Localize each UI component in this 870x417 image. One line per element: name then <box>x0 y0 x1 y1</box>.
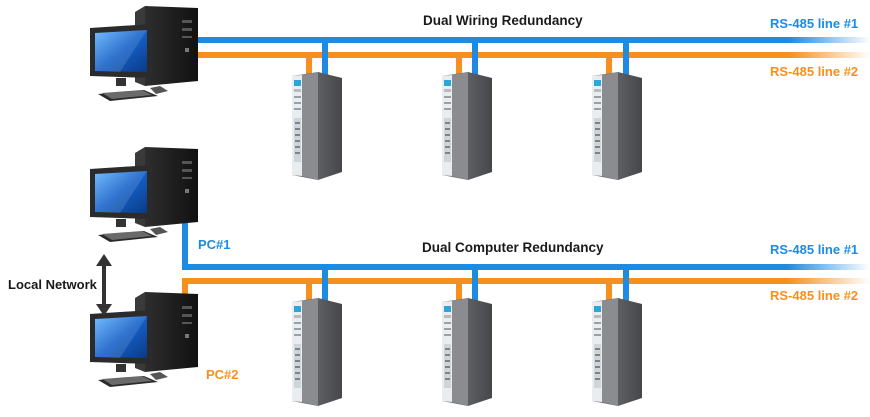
bottom-io-module-2-icon <box>442 298 492 406</box>
bottom-line2-label: RS-485 line #2 <box>770 288 859 303</box>
top-io-module-3-icon <box>592 72 642 180</box>
bottom-line1-label: RS-485 line #1 <box>770 242 859 257</box>
top-section-title: Dual Wiring Redundancy <box>423 13 583 28</box>
bottom-io-module-1-icon <box>292 298 342 406</box>
bottom-line2-bus <box>182 278 870 284</box>
pc1-computer-icon <box>90 147 198 242</box>
top-io-module-1-icon <box>292 72 342 180</box>
top-line2-label: RS-485 line #2 <box>770 64 859 79</box>
bottom-io-module-3-icon <box>592 298 642 406</box>
pc2-label: PC#2 <box>206 367 239 382</box>
pc1-label: PC#1 <box>198 237 231 252</box>
top-computer-icon <box>90 6 198 101</box>
top-line1-bus <box>198 37 870 43</box>
top-bus-lines <box>198 37 870 86</box>
top-line1-label: RS-485 line #1 <box>770 16 859 31</box>
bottom-line1-bus <box>182 264 870 270</box>
bottom-section-title: Dual Computer Redundancy <box>422 240 604 255</box>
local-network-label: Local Network <box>8 277 97 292</box>
double-arrow-icon <box>96 254 112 316</box>
top-line2-bus <box>198 52 870 58</box>
top-io-module-2-icon <box>442 72 492 180</box>
